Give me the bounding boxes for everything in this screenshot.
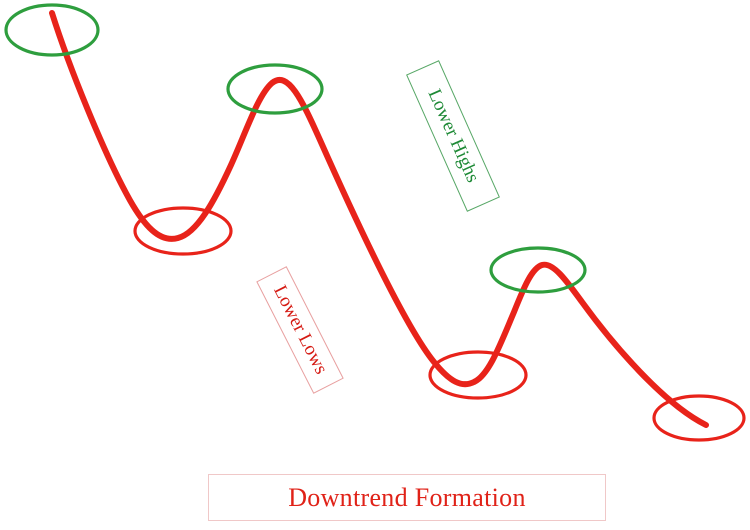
swing-high-marker-1: [4, 3, 100, 57]
swing-high-marker-3: [489, 246, 587, 294]
swing-low-marker-2: [428, 350, 528, 400]
price-curve-path: [49, 10, 709, 428]
swing-low-marker-1: [133, 206, 233, 256]
swing-high-marker-2: [226, 63, 324, 115]
diagram-title-text: Downtrend Formation: [288, 482, 526, 512]
swing-low-marker-3: [652, 394, 746, 442]
diagram-title-box: Downtrend Formation: [208, 474, 606, 521]
